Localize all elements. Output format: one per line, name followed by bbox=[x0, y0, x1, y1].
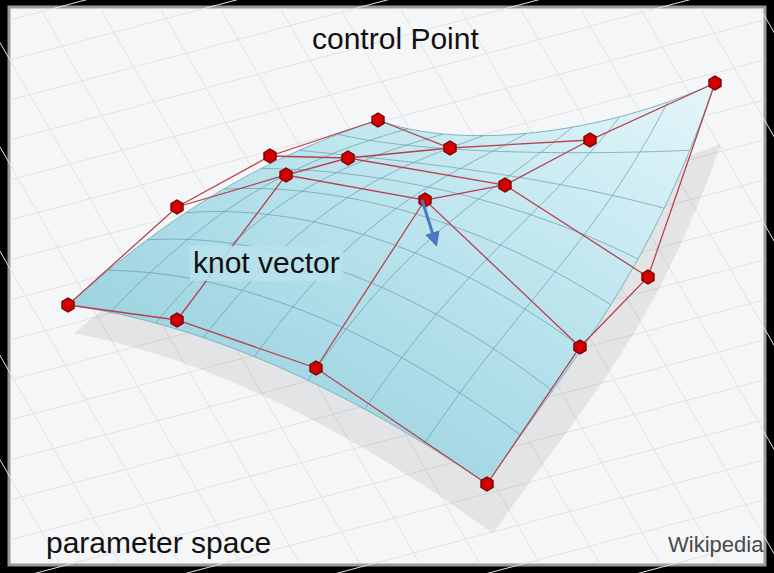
label-holder: knot vector bbox=[190, 246, 343, 281]
net-line bbox=[68, 120, 378, 305]
iso-line bbox=[254, 133, 526, 356]
control-point bbox=[372, 113, 384, 127]
iso-line bbox=[186, 212, 583, 349]
floor-line bbox=[760, 8, 774, 564]
net-line bbox=[316, 140, 590, 368]
net-line bbox=[68, 305, 487, 484]
label-holder: parameter space bbox=[46, 526, 271, 561]
iso-line bbox=[155, 134, 443, 323]
part-label: knot vector bbox=[190, 246, 343, 281]
picture-ground bbox=[9, 7, 765, 565]
control-point bbox=[171, 200, 183, 214]
knot-arrow bbox=[422, 200, 436, 244]
part-label: parameter space bbox=[46, 526, 271, 561]
floor-line bbox=[10, 500, 764, 573]
net-line bbox=[487, 83, 715, 484]
control-net bbox=[68, 83, 715, 484]
net-line bbox=[378, 83, 715, 148]
control-point bbox=[444, 141, 456, 155]
control-point bbox=[62, 298, 74, 312]
control-point bbox=[264, 149, 276, 163]
source-credit: Wikipedia bbox=[668, 532, 763, 557]
floor-line bbox=[10, 460, 764, 573]
control-point bbox=[709, 76, 721, 90]
net-line bbox=[177, 148, 450, 320]
control-point bbox=[584, 133, 596, 147]
control-point bbox=[642, 270, 654, 284]
control-point bbox=[499, 178, 511, 192]
iso-line bbox=[108, 270, 521, 435]
net-line bbox=[177, 175, 580, 347]
floor-line bbox=[0, 8, 60, 564]
iso-line bbox=[338, 134, 690, 152]
iso-line bbox=[424, 102, 667, 444]
label-holder: control Point bbox=[312, 22, 479, 57]
nurbs-surface bbox=[68, 83, 715, 484]
surface-fill bbox=[68, 83, 715, 484]
control-point bbox=[171, 313, 183, 327]
control-point bbox=[481, 477, 493, 491]
control-point bbox=[574, 340, 586, 354]
floor-line bbox=[10, 0, 764, 60]
control-point bbox=[310, 361, 322, 375]
part-label: control Point bbox=[312, 22, 479, 57]
iso-line bbox=[308, 127, 572, 380]
control-point bbox=[342, 151, 354, 165]
control-point bbox=[280, 168, 292, 182]
label-holder: Wikipedia bbox=[668, 532, 763, 557]
control-points bbox=[62, 76, 721, 491]
